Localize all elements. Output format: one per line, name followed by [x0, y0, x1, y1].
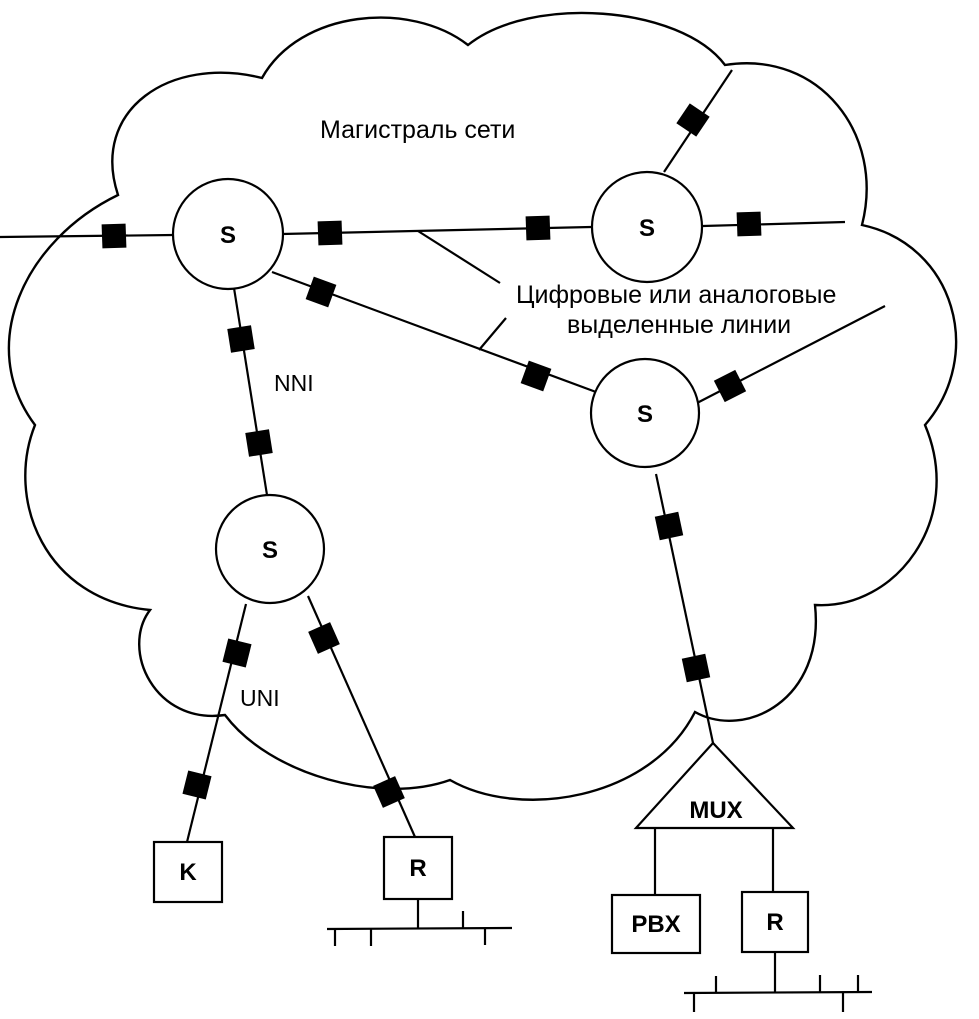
- line-marker: [373, 776, 405, 808]
- line-marker: [308, 622, 340, 654]
- k-label: K: [179, 859, 197, 886]
- r-label: R: [409, 855, 426, 882]
- r-label: R: [766, 909, 783, 936]
- link-s2-right: [702, 220, 846, 228]
- line-marker: [245, 429, 273, 457]
- nni-label: NNI: [274, 370, 314, 396]
- switch-node-4: S: [214, 493, 326, 605]
- mux-node: MUX: [633, 741, 796, 830]
- switch-node-2: S: [590, 170, 704, 284]
- switch-label: S: [220, 222, 236, 249]
- line-marker: [525, 215, 551, 241]
- cloud-title: Магистраль сети: [320, 116, 515, 144]
- terminal-k: K: [152, 840, 224, 904]
- line-marker: [182, 770, 212, 800]
- lines-label-line-2: выделенные линии: [567, 311, 791, 339]
- pbx-node: PBX: [610, 893, 702, 955]
- pbx-label: PBX: [631, 911, 680, 938]
- switch-node-1: S: [171, 177, 285, 291]
- lan-bus-left: [326, 899, 513, 946]
- line-marker: [222, 638, 252, 668]
- line-marker: [101, 223, 127, 249]
- line-marker: [305, 276, 337, 308]
- line-markers: [101, 103, 762, 808]
- router-left: R: [382, 835, 454, 901]
- switch-label: S: [639, 215, 655, 242]
- switch-node-3: S: [589, 357, 701, 469]
- line-marker: [713, 369, 747, 403]
- lines-label-line-1: Цифровые или аналоговые: [516, 281, 836, 309]
- lan-bus-right: [683, 952, 873, 1012]
- label-pointer-lower: [478, 317, 507, 351]
- label-pointer-upper: [417, 230, 501, 284]
- line-marker: [654, 511, 684, 541]
- line-marker: [520, 360, 552, 392]
- switch-label: S: [637, 401, 653, 428]
- link-s1-s4: [232, 287, 269, 496]
- line-marker: [227, 325, 255, 353]
- uni-label: UNI: [240, 685, 280, 711]
- line-marker: [736, 211, 762, 237]
- line-marker: [681, 653, 711, 683]
- router-right: R: [740, 890, 810, 954]
- switch-label: S: [262, 537, 278, 564]
- link-left-external: [0, 233, 175, 239]
- line-marker: [317, 220, 343, 246]
- line-marker: [676, 103, 710, 137]
- mux-label: MUX: [689, 797, 742, 824]
